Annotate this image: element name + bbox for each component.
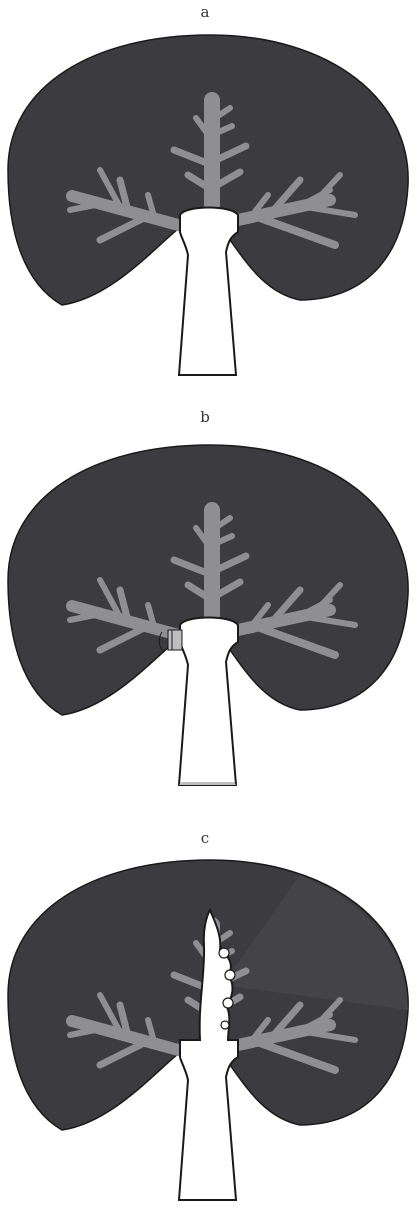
panel-b-label: b xyxy=(200,408,210,426)
panel-b-trunk-base xyxy=(179,782,236,785)
panel-c-label: c xyxy=(201,829,209,847)
panel-b: b xyxy=(8,408,408,785)
panel-a: a xyxy=(8,3,408,375)
panel-b-trunk xyxy=(179,618,238,786)
panel-a-trunk xyxy=(179,208,238,376)
panel-c: c xyxy=(8,829,408,1200)
panel-a-label: a xyxy=(201,3,210,21)
